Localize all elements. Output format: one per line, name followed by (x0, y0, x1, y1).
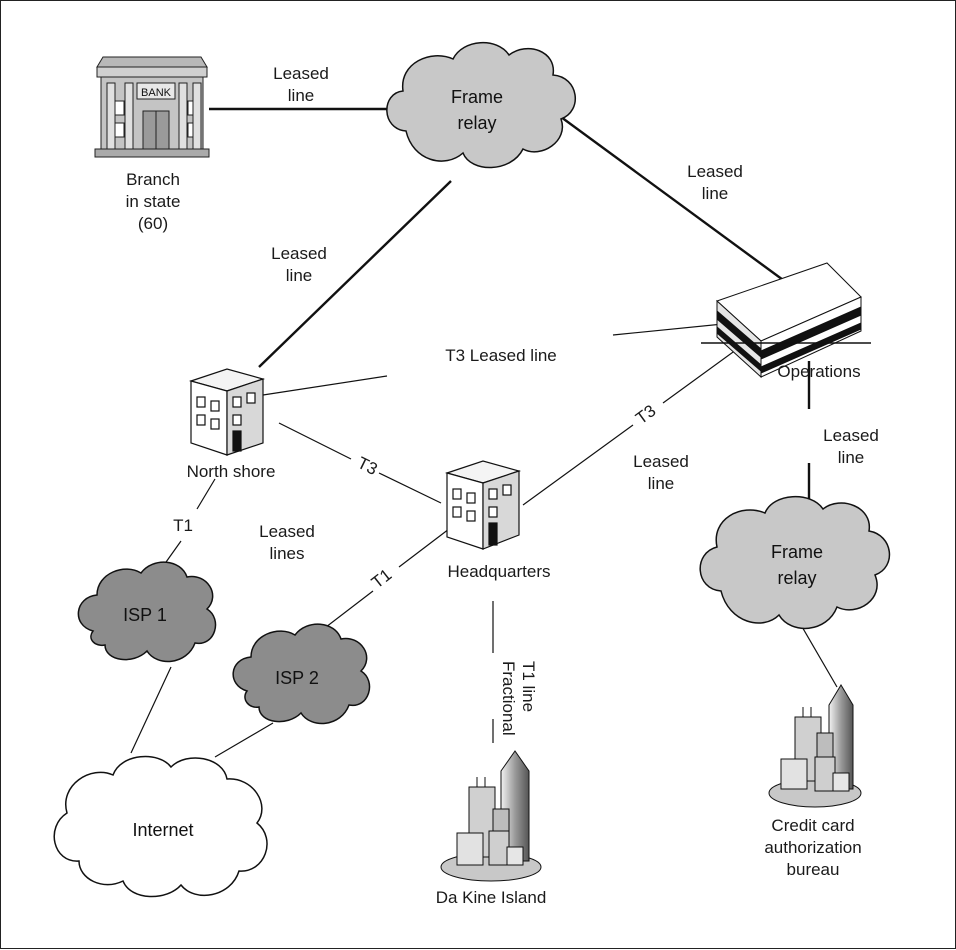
link-label-leased-lines-1: Leased (259, 522, 315, 541)
isp2-cloud: ISP 2 (232, 623, 371, 725)
link-isp2-internet (214, 722, 274, 758)
north-shore-label: North shore (187, 462, 276, 481)
link-framerelay-creditbureau (800, 624, 838, 688)
operations-building-icon (701, 262, 871, 379)
branch-label-1: Branch (126, 170, 180, 189)
link-label-branch-fr-2: line (288, 86, 314, 105)
link-label-hq-ops-leased-1: Leased (633, 452, 689, 471)
link-label-fr-ops-1: Leased (687, 162, 743, 181)
frame-relay-bottom-cloud: Frame relay (699, 496, 891, 630)
bank-building-icon: BANK (94, 56, 210, 158)
branch-label-3: (60) (138, 214, 168, 233)
link-label-hq-isp2: T1 (368, 565, 395, 592)
link-label-hq-dakine-1: Fractional (499, 661, 518, 736)
link-hq-isp2-a (398, 528, 450, 568)
credit-bureau-label-2: authorization (764, 838, 861, 857)
link-label-hq-ops-leased-2: line (648, 474, 674, 493)
headquarters-label: Headquarters (447, 562, 550, 581)
link-northshore-isp1-a (196, 478, 216, 510)
frame-relay-bottom-label-1: Frame (771, 542, 823, 562)
link-label-ops-fr-1: Leased (823, 426, 879, 445)
link-label-hq-ops-t3: T3 (632, 401, 659, 428)
link-label-ops-fr-2: line (838, 448, 864, 467)
frame-relay-bottom-label-2: relay (777, 568, 816, 588)
isp2-label: ISP 2 (275, 668, 319, 688)
credit-bureau-label-1: Credit card (771, 816, 854, 835)
link-label-north-isp1: T1 (173, 516, 193, 535)
isp1-label: ISP 1 (123, 605, 167, 625)
frame-relay-top-label-2: relay (457, 113, 496, 133)
link-isp1-internet (130, 666, 172, 754)
credit-bureau-city-icon (768, 684, 862, 808)
link-northshore-hq-b (378, 472, 442, 504)
branch-label-2: in state (126, 192, 181, 211)
link-hq-operations-a (522, 424, 634, 506)
da-kine-label: Da Kine Island (436, 888, 547, 907)
isp1-cloud: ISP 1 (77, 561, 217, 663)
internet-label: Internet (132, 820, 193, 840)
credit-bureau-label-3: bureau (787, 860, 840, 879)
da-kine-city-icon (440, 750, 542, 882)
link-framerelay-northshore (258, 180, 452, 368)
link-label-fr-ops-2: line (702, 184, 728, 203)
link-label-fr-north-1: Leased (271, 244, 327, 263)
link-framerelay-operations (560, 116, 810, 300)
internet-cloud: Internet (53, 755, 268, 898)
link-label-branch-fr-1: Leased (273, 64, 329, 83)
link-label-north-hq: T3 (354, 453, 380, 479)
frame-relay-top-label-1: Frame (451, 87, 503, 107)
frame-relay-top-cloud: Frame relay (386, 41, 576, 169)
north-shore-building-icon (188, 368, 266, 456)
operations-label: Operations (777, 362, 860, 381)
link-northshore-hq-a (278, 422, 352, 460)
link-northshore-operations-a (262, 375, 388, 396)
link-label-north-ops: T3 Leased line (445, 346, 557, 365)
link-label-fr-north-2: line (286, 266, 312, 285)
bank-sign: BANK (141, 87, 172, 99)
link-label-hq-dakine-2: T1 line (519, 661, 538, 712)
link-label-leased-lines-2: lines (270, 544, 305, 563)
headquarters-building-icon (444, 460, 522, 550)
